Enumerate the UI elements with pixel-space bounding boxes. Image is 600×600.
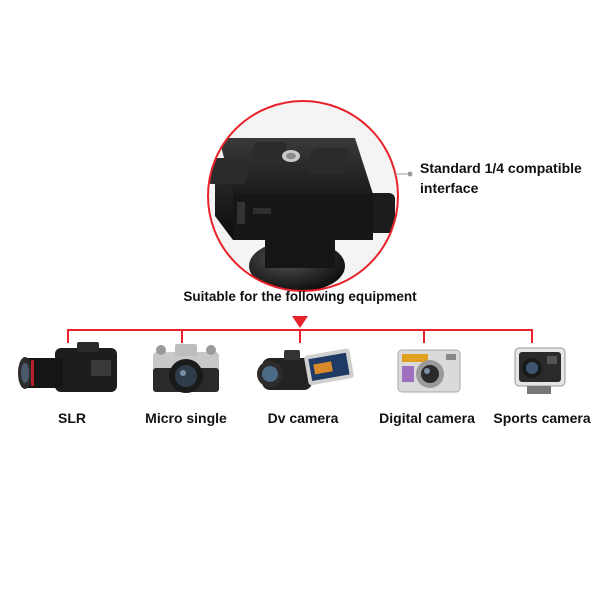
action-camera-icon xyxy=(514,347,566,394)
device-label: Sports camera xyxy=(493,410,591,426)
device-label: Digital camera xyxy=(379,410,475,426)
device-label: Dv camera xyxy=(267,410,339,426)
interface-callout: Standard 1/4 compatible interface xyxy=(420,158,595,198)
device-sports-camera: Sports camera xyxy=(487,338,597,448)
camcorder-icon xyxy=(257,348,354,390)
equipment-heading: Suitable for the following equipment xyxy=(183,289,417,304)
down-arrow-icon xyxy=(292,316,308,328)
callout-line-1: Standard 1/4 compatible xyxy=(420,160,582,176)
device-label: Micro single xyxy=(145,410,227,426)
device-slr: SLR xyxy=(17,338,127,448)
callout-pointer-icon xyxy=(395,171,413,177)
mount-plate-detail xyxy=(207,100,399,292)
compact-camera-icon xyxy=(397,349,461,393)
mirrorless-camera-icon xyxy=(153,344,219,393)
slr-camera-icon xyxy=(18,342,117,392)
device-micro-single: Micro single xyxy=(131,338,241,448)
callout-line-2: interface xyxy=(420,180,479,196)
device-label: SLR xyxy=(58,410,86,426)
device-dv-camera: Dv camera xyxy=(248,338,358,448)
device-digital-camera: Digital camera xyxy=(372,338,482,448)
